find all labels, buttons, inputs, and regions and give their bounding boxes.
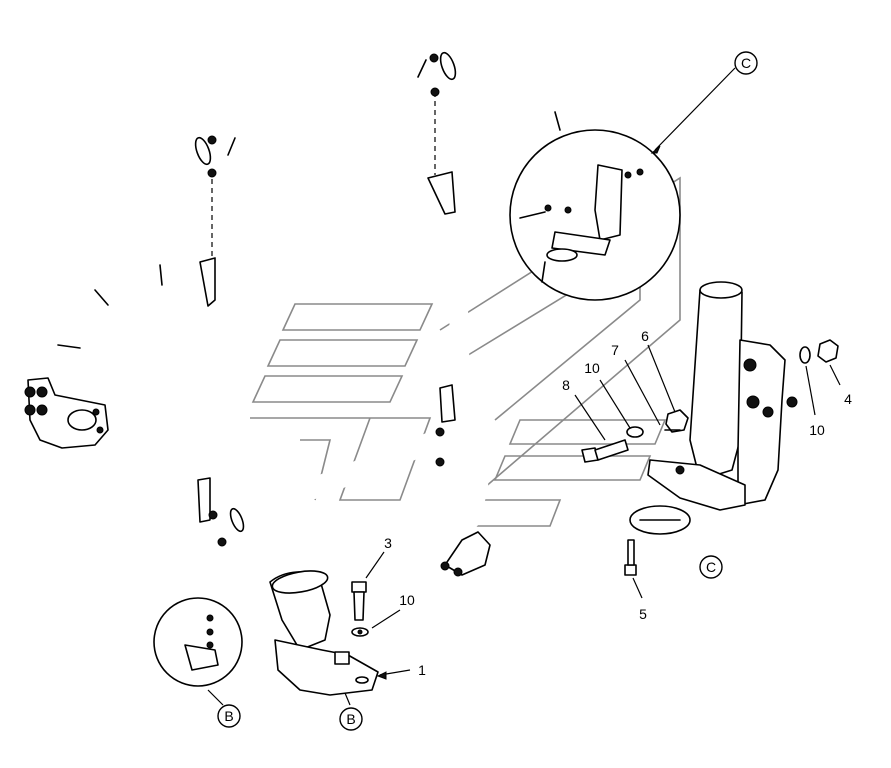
nut-4-washer-10: [799, 339, 839, 364]
top-crossbar: [192, 51, 458, 166]
lower-crossbar: [208, 424, 461, 547]
callout-b-left: B: [217, 704, 241, 728]
leader-lines: [207, 67, 841, 706]
part-number-8: 8: [562, 377, 570, 393]
detail-b-circle: [153, 597, 243, 687]
callout-b-mid: B: [339, 707, 363, 731]
part-number-10-lower: 10: [584, 360, 600, 376]
part-number-10-mid: 10: [399, 592, 415, 608]
left-foot-bracket: [24, 377, 109, 449]
callout-c-top-label: C: [741, 55, 751, 71]
part-number-5: 5: [639, 606, 647, 622]
callout-c-bottom: C: [699, 555, 723, 579]
callout-b-mid-label: B: [346, 711, 355, 727]
detail-c-circle: [509, 129, 681, 301]
right-frame-tube: [427, 102, 595, 530]
right-bottom-bracket: [440, 531, 491, 577]
bolt-8-washer-10-nut-6: [581, 409, 689, 463]
part-number-7: 7: [611, 342, 619, 358]
callout-c-top: C: [734, 51, 758, 75]
part-number-6: 6: [641, 328, 649, 344]
callout-b-left-label: B: [224, 708, 233, 724]
part-number-1: 1: [418, 662, 426, 678]
part-number-4: 4: [844, 391, 852, 407]
assembly-lines: [207, 87, 440, 258]
bracket-b-enlarged: [269, 570, 379, 696]
bracket-c-enlarged: [629, 281, 798, 535]
part-number-10-right: 10: [809, 422, 825, 438]
left-frame-tube: [55, 251, 216, 650]
bolt-5: [624, 539, 637, 576]
callout-c-bottom-label: C: [706, 559, 716, 575]
part-number-3: 3: [384, 535, 392, 551]
bolt-3-washer-10: [351, 581, 369, 637]
